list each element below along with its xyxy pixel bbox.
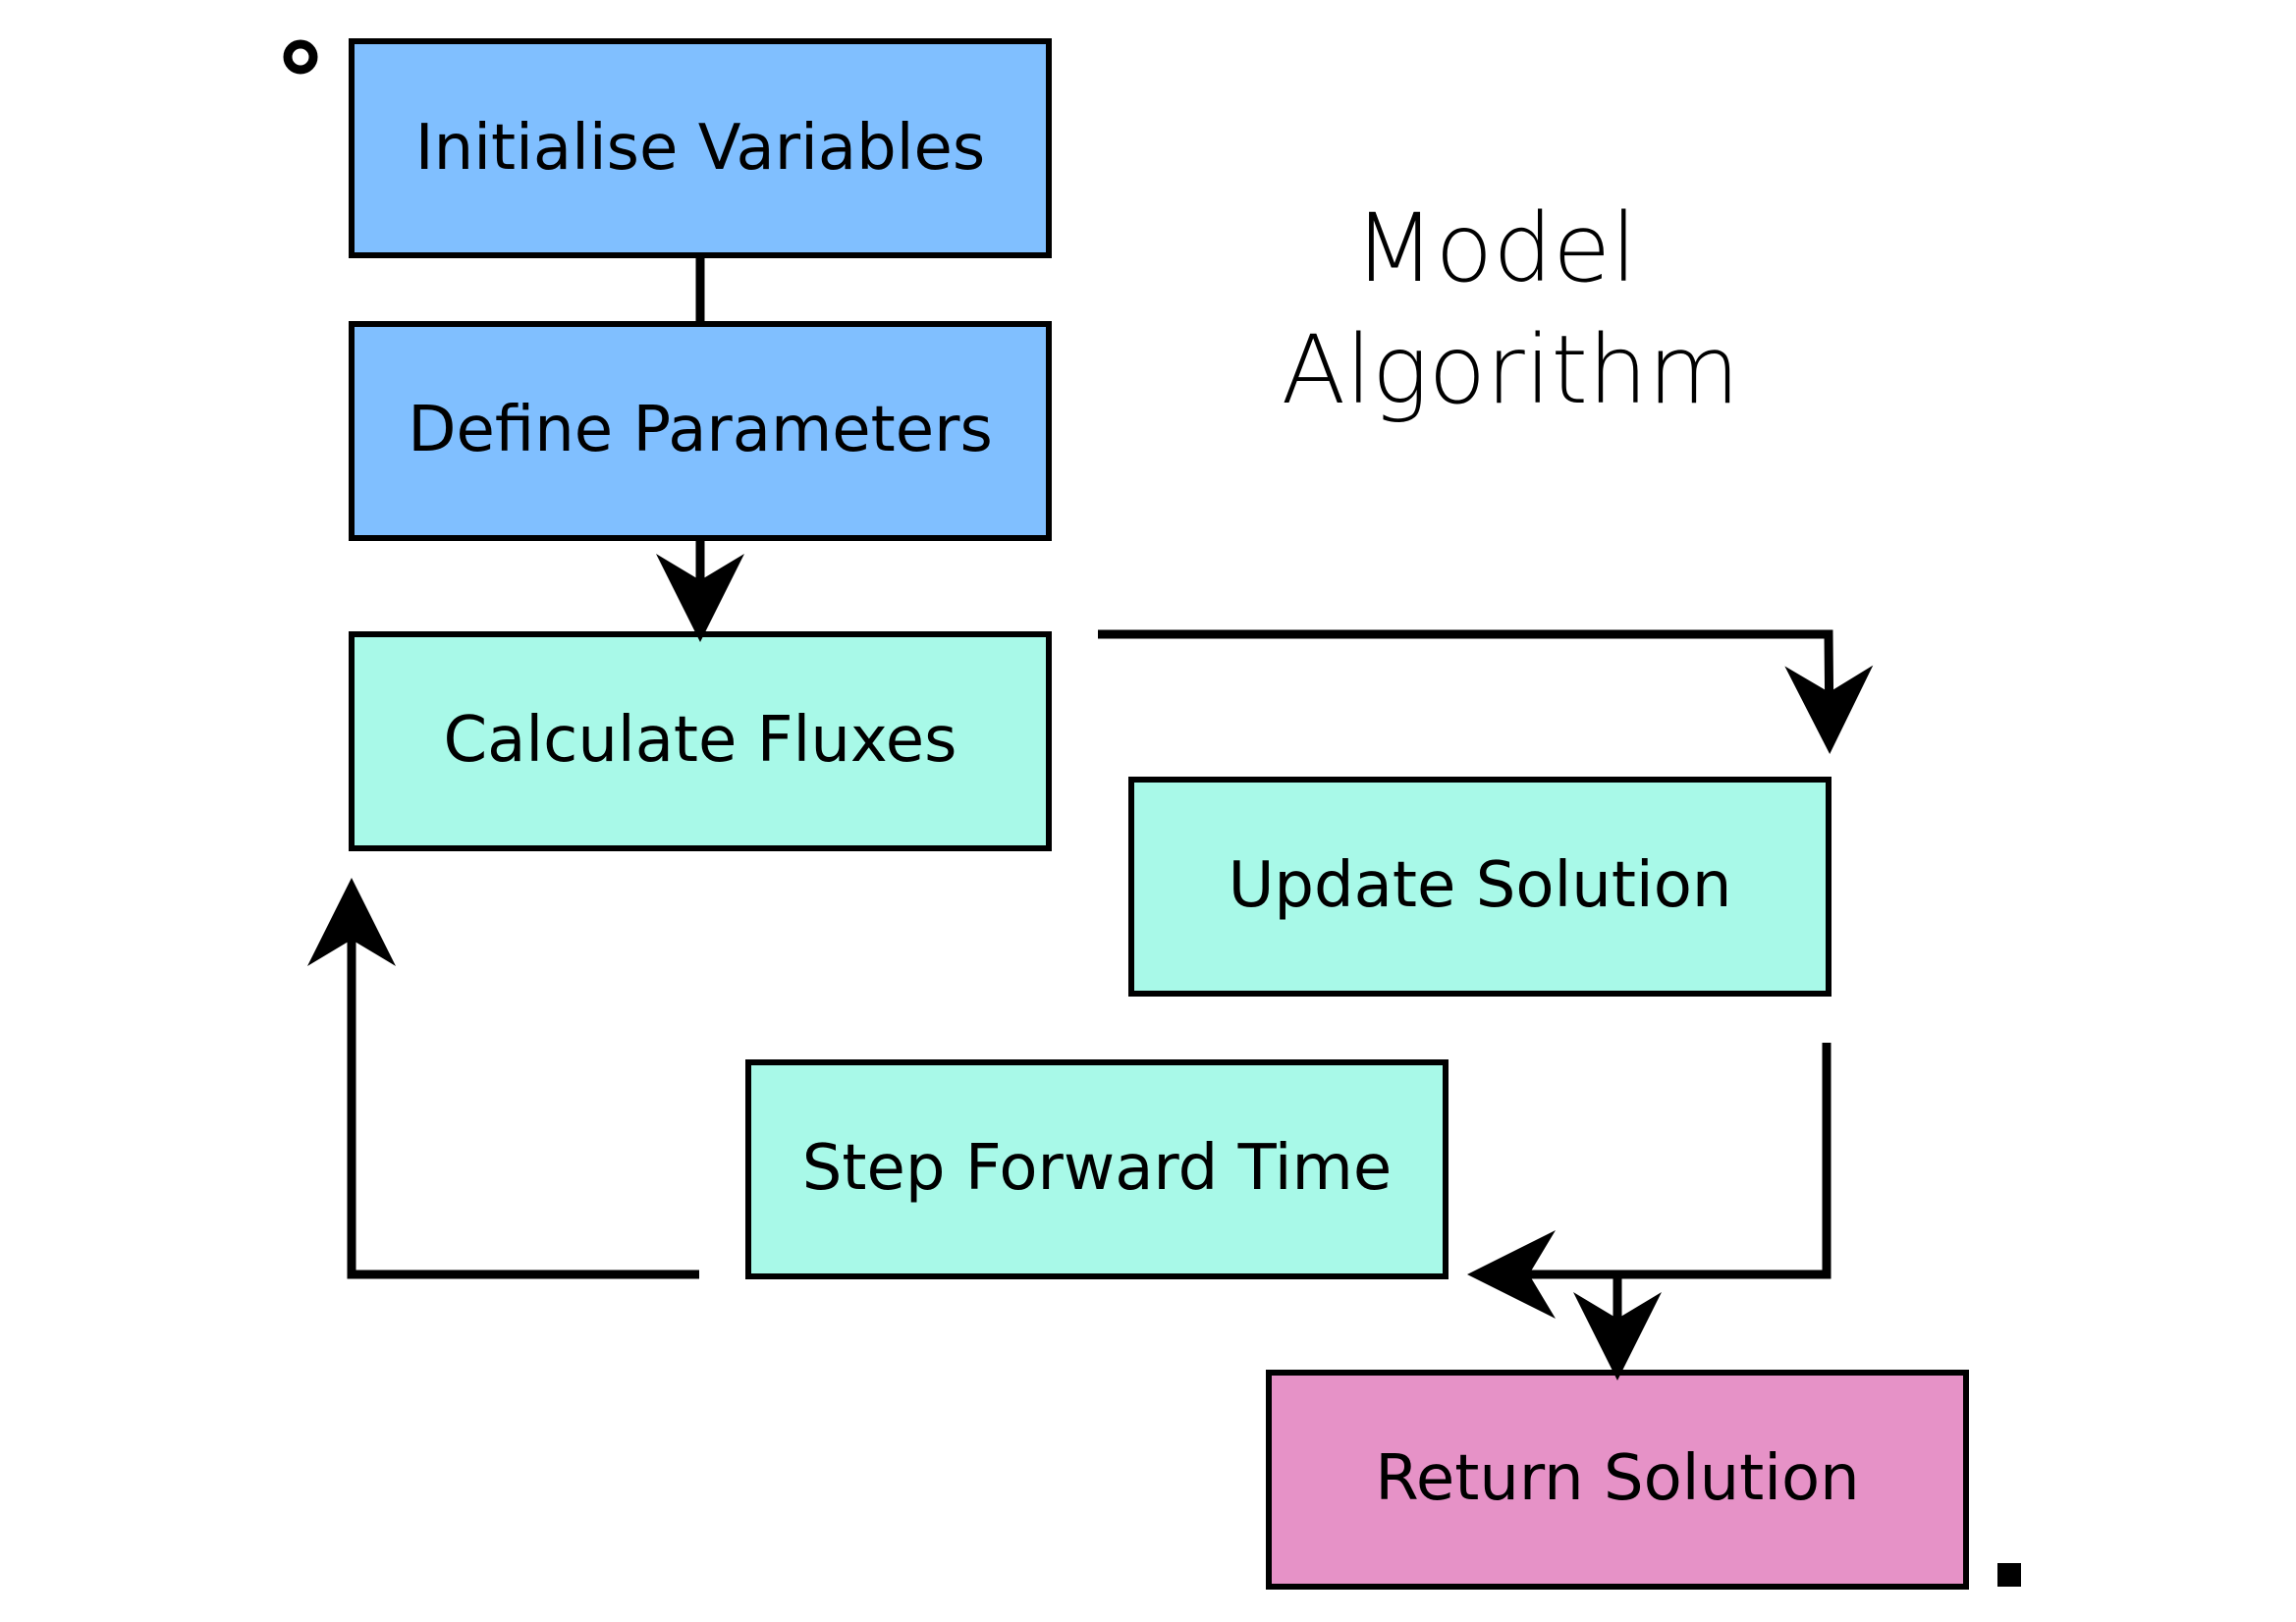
node-box — [745, 1059, 1449, 1279]
node-calculate-fluxes: Calculate Fluxes — [349, 631, 1052, 851]
title-line: Algorithm — [1282, 315, 1740, 425]
node-label: Step Forward Time — [802, 1132, 1392, 1205]
start-marker — [283, 39, 318, 75]
node-label: Return Solution — [1375, 1442, 1859, 1515]
title-line: Model — [1354, 193, 1637, 303]
end-marker — [1997, 1563, 2021, 1587]
node-label: Update Solution — [1229, 849, 1732, 922]
node-label: Calculate Fluxes — [443, 704, 957, 777]
arrow-fluxes-to-update — [1098, 629, 1874, 754]
node-box — [1128, 777, 1831, 997]
node-define-parameters: Define Parameters — [349, 321, 1052, 541]
arrow-step-to-fluxes — [307, 878, 699, 1279]
node-box — [349, 38, 1052, 258]
diagram-title: Model Algorithm — [1282, 193, 1740, 425]
node-step-forward-time: Step Forward Time — [745, 1059, 1449, 1279]
node-box — [349, 321, 1052, 541]
node-update-solution: Update Solution — [1128, 777, 1831, 997]
node-label: Define Parameters — [408, 394, 993, 466]
node-box — [1266, 1370, 1969, 1590]
node-initialise-variables: Initialise Variables — [349, 38, 1052, 258]
arrow-update-to-step — [1467, 1043, 1831, 1319]
node-label: Initialise Variables — [415, 112, 985, 185]
node-return-solution: Return Solution — [1266, 1370, 1969, 1590]
